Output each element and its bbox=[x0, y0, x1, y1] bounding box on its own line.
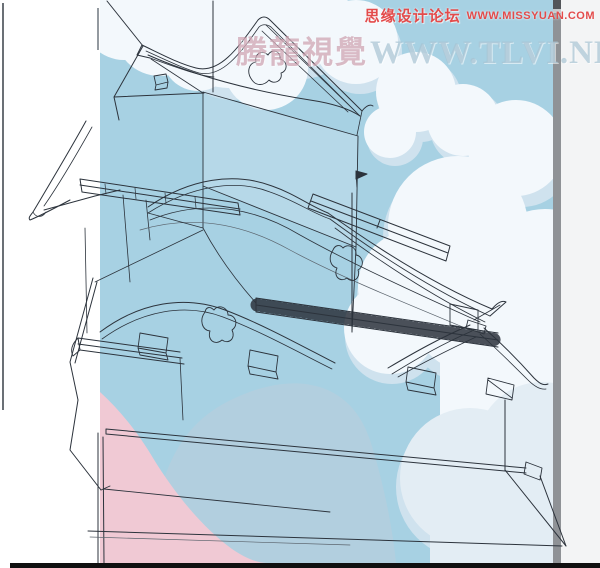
bottom-band bbox=[10, 563, 600, 568]
lower-left-roof bbox=[71, 227, 336, 421]
lower-right-roof bbox=[387, 319, 567, 547]
right-strip bbox=[561, 0, 600, 563]
right-border-bar bbox=[553, 0, 561, 563]
base-structure bbox=[69, 229, 567, 564]
castle-wireframe bbox=[28, 0, 567, 564]
forum-watermark-cn: 思缘设计论坛 bbox=[364, 8, 461, 25]
water-shape bbox=[150, 383, 396, 563]
top-roof bbox=[106, 0, 374, 136]
forum-watermark-url: WWW.MISSYUAN.COM bbox=[466, 9, 595, 22]
pink-shape bbox=[100, 392, 266, 563]
balustrade bbox=[250, 297, 504, 348]
forum-watermark: 思缘设计论坛 WWW.MISSYUAN.COM bbox=[365, 5, 595, 26]
middle-roof bbox=[28, 120, 507, 333]
sky-background bbox=[100, 0, 553, 563]
